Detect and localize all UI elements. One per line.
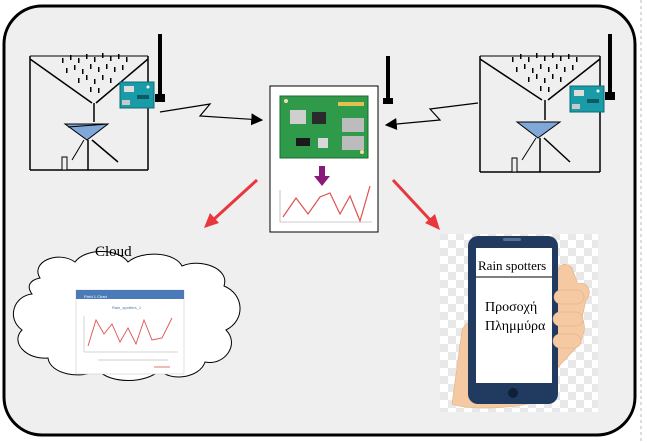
line-chart-icon bbox=[279, 185, 372, 223]
rain-gauge-right bbox=[479, 55, 601, 173]
phone-alert-line1: Προσοχή bbox=[485, 300, 538, 315]
wireless-link-right bbox=[384, 102, 479, 130]
download-arrow-icon bbox=[314, 166, 330, 186]
arrow-to-phone bbox=[391, 178, 440, 230]
phone-app-title: Rain spotters bbox=[478, 258, 547, 273]
rain-gauge-left bbox=[29, 55, 149, 171]
raindrops-left bbox=[62, 53, 128, 93]
cloud-dashboard bbox=[75, 289, 185, 375]
dashboard-chart-title: Rain_spotters_1 bbox=[112, 305, 142, 310]
antenna-icon bbox=[155, 34, 165, 102]
raspberry-pi-icon bbox=[279, 95, 369, 159]
smartphone-icon bbox=[468, 236, 558, 404]
phone-alert-line2: Πλημμύρα bbox=[485, 319, 546, 334]
raindrops-right bbox=[512, 53, 578, 92]
arduino-board-icon bbox=[119, 81, 155, 109]
cloud-label: Cloud bbox=[95, 244, 132, 260]
phone-fingers bbox=[552, 289, 585, 349]
arrow-to-cloud bbox=[204, 178, 259, 228]
dashboard-header: Field 1 Chart bbox=[84, 294, 107, 299]
antenna-icon bbox=[605, 34, 615, 100]
arduino-board-icon bbox=[569, 85, 605, 113]
wireless-link-left bbox=[159, 103, 264, 126]
antenna-icon bbox=[383, 56, 393, 104]
